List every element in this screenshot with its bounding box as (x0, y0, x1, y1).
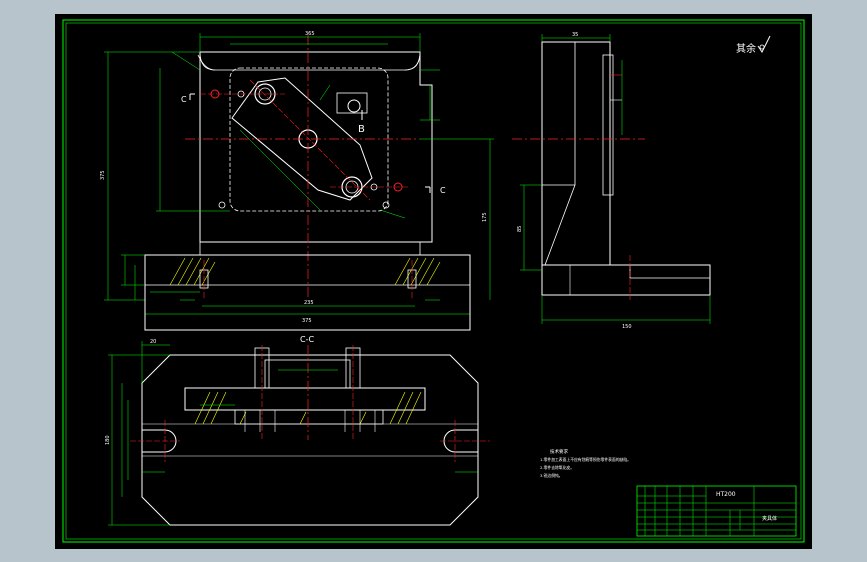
section-arrow-right (425, 186, 431, 193)
tech-note-1: 1.零件加工表面上不应有划痕等损伤零件表面的缺陷。 (540, 457, 631, 462)
cc-top-block (264, 359, 351, 389)
cc-hatch (194, 391, 422, 425)
centerline-diag (249, 79, 371, 201)
section-cc-view: C-C (105, 335, 490, 526)
tech-note-3: 3.锐边倒钝。 (540, 473, 563, 478)
side-view: 35 150 85 (512, 32, 711, 330)
screw-hole-ll (218, 201, 226, 209)
base-outline (144, 254, 471, 331)
plate-outline (199, 51, 433, 243)
dim-front-width: 365 (305, 31, 315, 37)
dim-cc-height: 180 (105, 435, 111, 445)
dim-right-height: 175 (482, 212, 488, 222)
section-c-left: C (181, 95, 187, 104)
cc-plate-outline (141, 354, 479, 526)
dim-slot-width: 235 (304, 300, 314, 306)
view-cc-label: C-C (300, 335, 314, 344)
side-rail (602, 54, 614, 196)
front-section (121, 242, 471, 331)
dim-side-base: 150 (622, 324, 632, 330)
side-base-step (629, 265, 710, 279)
side-base (541, 264, 711, 296)
pocket-hidden-line (229, 67, 389, 212)
plate-corners (199, 51, 421, 71)
base-dimensions (121, 254, 440, 301)
roughness-text: 其余 (736, 42, 756, 55)
side-dimensions (520, 34, 711, 324)
b-hole (347, 99, 361, 113)
dim-side-height: 85 (517, 226, 523, 232)
b-boss (336, 92, 368, 114)
cc-lower-block (234, 409, 384, 425)
cc-dimensions (108, 341, 478, 526)
top-view: 365 375 175 375 235 C C B (100, 31, 494, 324)
top-lip (197, 54, 421, 71)
hatch-right (394, 257, 441, 286)
front-dimensions (104, 33, 494, 315)
title-block-grid (637, 486, 796, 536)
title-drawing-name: 夹具体 (762, 515, 777, 522)
column-edges (199, 242, 421, 255)
title-block: HT200 夹具体 (636, 485, 797, 537)
title-block-frame (636, 485, 797, 537)
tech-notes-title: 技术要求 (550, 448, 568, 455)
roughness-circle-icon (759, 44, 765, 50)
outer-border (62, 19, 805, 543)
dim-cc-left: 20 (150, 339, 156, 345)
dim-side-top: 35 (572, 32, 578, 38)
section-arrow-left (189, 93, 195, 100)
title-material: HT200 (716, 491, 736, 498)
cc-upper-block (184, 387, 426, 411)
dim-front-height: 375 (100, 170, 106, 180)
link-dim-line (239, 129, 321, 211)
rib-outline (542, 184, 576, 266)
cad-drawing: 365 375 175 375 235 C C B (62, 19, 805, 543)
roughness-note: 其余 (736, 35, 771, 55)
tech-note-2: 2.零件去除氧化皮。 (540, 465, 574, 470)
roughness-check-icon (757, 35, 771, 53)
side-column (541, 41, 611, 266)
dim-base-width: 375 (302, 318, 312, 324)
link-outline (231, 77, 373, 201)
cc-bolts (244, 410, 376, 432)
drawing-sheet: 365 375 175 375 235 C C B (55, 14, 812, 549)
technical-requirements: 技术要求 1.零件加工表面上不应有划痕等损伤零件表面的缺陷。 2.零件去除氧化皮… (540, 448, 631, 478)
section-c-right: C (440, 186, 446, 195)
inner-border (65, 22, 802, 540)
screw-hole-lr (382, 201, 390, 209)
view-b-marker: B (358, 124, 365, 135)
